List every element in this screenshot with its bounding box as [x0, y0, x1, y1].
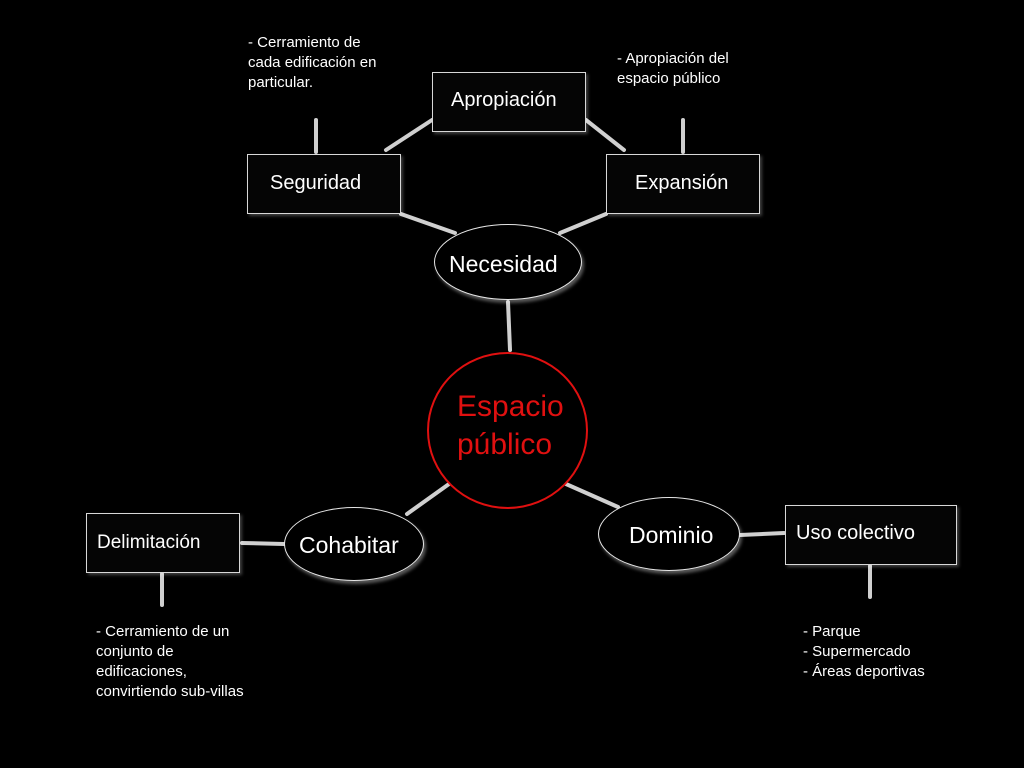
- note-line: - Cerramiento de: [248, 34, 361, 51]
- box-apropiacion: Apropiación: [432, 72, 586, 132]
- note-line: - Apropiación del: [617, 50, 729, 67]
- box-uso-colectivo: Uso colectivo: [785, 505, 957, 565]
- center-label-line1: Espacio: [457, 390, 564, 423]
- line-necesidad-expansion: [558, 212, 608, 235]
- line-dominio-uso: [738, 531, 786, 537]
- box-seguridad: Seguridad: [247, 154, 401, 214]
- note-line: - Cerramiento de un: [96, 623, 230, 640]
- box-uso-colectivo-label: Uso colectivo: [796, 522, 915, 544]
- box-delimitacion-label: Delimitación: [97, 532, 201, 553]
- box-expansion-label: Expansión: [635, 172, 729, 194]
- box-delimitacion: Delimitación: [86, 513, 240, 573]
- node-cohabitar: Cohabitar: [284, 507, 424, 581]
- note-delimitacion: - Cerramiento de un conjunto de edificac…: [96, 622, 244, 702]
- box-apropiacion-label: Apropiación: [451, 89, 557, 111]
- center-label-line2: público: [457, 428, 553, 461]
- center-node-espacio-publico: Espacio público: [427, 352, 588, 509]
- note-line: conjunto de: [96, 643, 174, 660]
- line-cohabitar-delimitacion: [240, 541, 286, 546]
- note-expansion: - Apropiación del espacio público: [617, 49, 729, 89]
- note-uso-colectivo: - Parque - Supermercado - Áreas deportiv…: [803, 622, 925, 682]
- line-apropiacion-seguridad: [384, 118, 434, 152]
- line-necesidad-seguridad: [399, 212, 457, 235]
- note-line: convirtiendo sub-villas: [96, 683, 244, 700]
- box-seguridad-label: Seguridad: [270, 172, 362, 194]
- node-necesidad: Necesidad: [434, 224, 582, 300]
- box-expansion: Expansión: [606, 154, 760, 214]
- line-center-dominio: [564, 482, 620, 509]
- note-line: particular.: [248, 74, 314, 91]
- note-line: - Parque: [803, 623, 861, 640]
- line-center-cohabitar: [405, 482, 451, 516]
- node-dominio: Dominio: [598, 497, 740, 571]
- node-cohabitar-label: Cohabitar: [299, 532, 399, 558]
- note-seguridad: - Cerramiento de cada edificación en par…: [248, 33, 376, 93]
- note-line: - Supermercado: [803, 643, 911, 660]
- line-center-necesidad: [506, 300, 512, 352]
- note-line: cada edificación en: [248, 54, 377, 71]
- node-dominio-label: Dominio: [629, 522, 714, 548]
- note-line: espacio público: [617, 70, 721, 87]
- node-necesidad-label: Necesidad: [449, 251, 558, 277]
- note-line: edificaciones,: [96, 663, 187, 680]
- line-apropiacion-expansion: [584, 118, 626, 152]
- note-line: - Áreas deportivas: [803, 663, 925, 680]
